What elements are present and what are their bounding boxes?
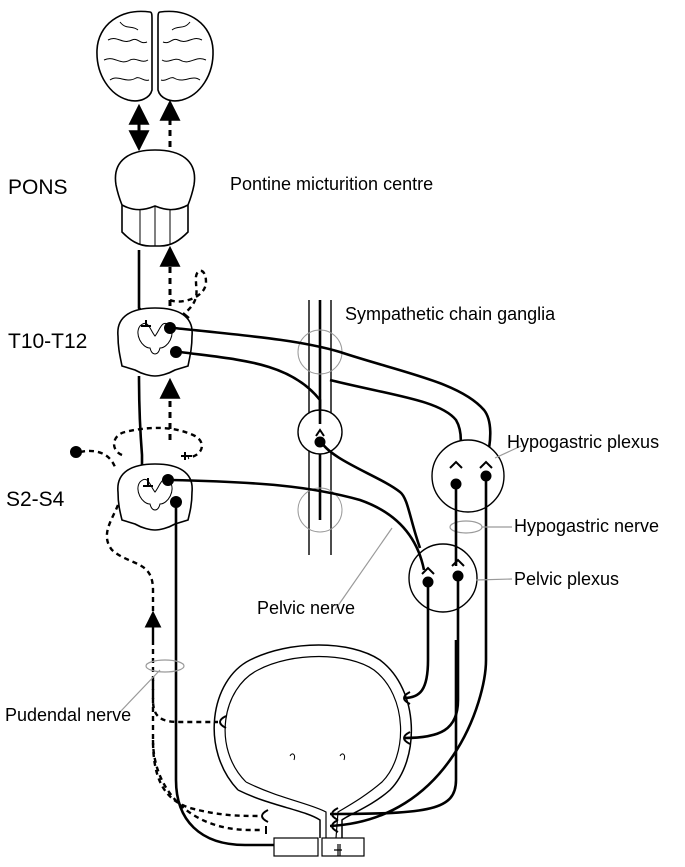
brain-icon [96, 10, 214, 102]
pudendal-efferent-pathway [174, 502, 297, 851]
urethral-sphincters [273, 837, 365, 857]
pelvic-plexus-label: Pelvic plexus [514, 569, 620, 589]
t10-t12-synapses [141, 320, 182, 358]
hypogastric-nerve-label: Hypogastric nerve [514, 516, 660, 536]
spinal-segment-s2-s4 [117, 463, 193, 531]
bladder-structure [213, 644, 413, 839]
leader-lines [119, 445, 522, 713]
pudendal-afferent-pathway [70, 446, 269, 834]
spinal-segment-t10-t12 [117, 307, 193, 377]
hypogastric-plexus-label: Hypogastric plexus [507, 432, 660, 452]
pudendal-nerve-label: Pudendal nerve [5, 705, 132, 725]
pons-label: PONS [8, 176, 68, 199]
sympathetic-chain [297, 300, 343, 555]
s2-s4-label: S2-S4 [6, 488, 65, 511]
sympathetic-chain-label: Sympathetic chain ganglia [345, 304, 556, 324]
hypogastric-plexus [431, 439, 505, 513]
thoracic-sacral-connections [112, 375, 204, 488]
pelvic-plexus [408, 543, 478, 613]
brain-pons-connections [128, 99, 181, 152]
pons-structure [114, 149, 196, 247]
t10-t12-label: T10-T12 [8, 330, 88, 353]
pudendal-nerve-ellipse [145, 659, 185, 673]
pelvic-nerve-pathways [169, 478, 488, 828]
bladder-synapses [330, 691, 411, 833]
pontine-centre-label: Pontine micturition centre [230, 174, 434, 194]
pelvic-nerve-label: Pelvic nerve [257, 598, 356, 618]
